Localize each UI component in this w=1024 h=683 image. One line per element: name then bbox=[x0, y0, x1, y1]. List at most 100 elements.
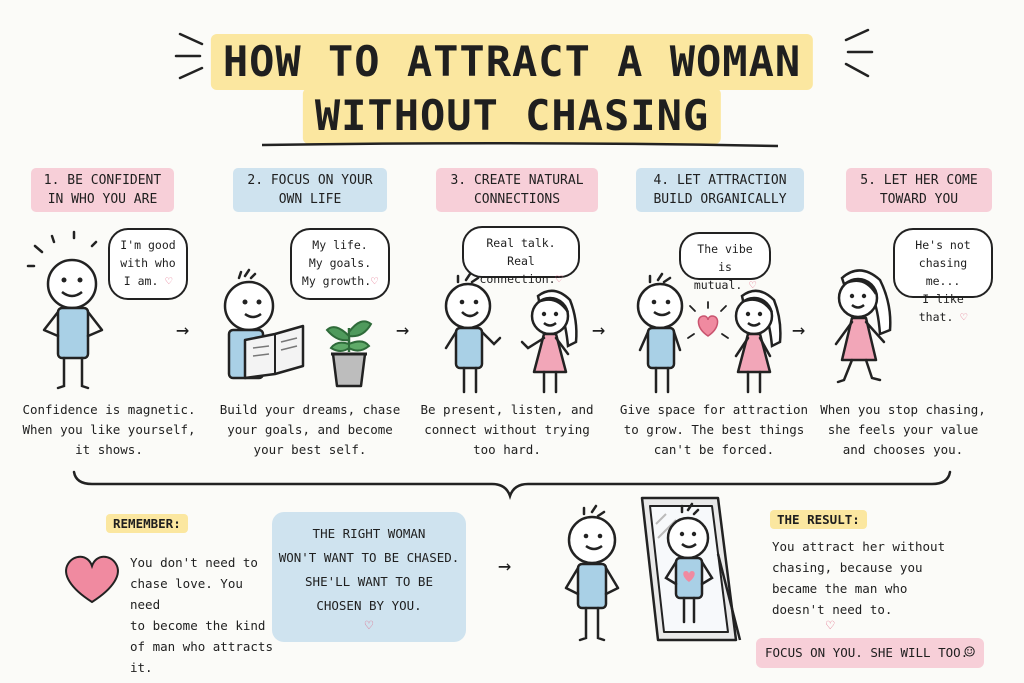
title-underline bbox=[261, 141, 779, 148]
caption-line: Be present, listen, and bbox=[420, 402, 594, 417]
remember-label: REMEMBER: bbox=[106, 514, 188, 533]
step-5-label-line1: 5. LET HER COME bbox=[860, 173, 978, 188]
woman-walking-figure bbox=[834, 269, 892, 384]
step-3-label-line1: 3. CREATE NATURAL bbox=[450, 173, 584, 188]
result-line: became the man who bbox=[772, 581, 908, 596]
woman-mutual-figure bbox=[734, 289, 782, 394]
caption-line: When you like yourself, bbox=[22, 422, 196, 437]
heart-icon bbox=[687, 301, 729, 339]
remember-text: You don't need to chase love. You need t… bbox=[130, 552, 280, 678]
bubble-line: I am. ♡ bbox=[123, 274, 173, 288]
step-1-label-line2: IN WHO YOU ARE bbox=[47, 192, 158, 207]
confident-man-figure bbox=[26, 230, 104, 390]
heart-icon: ♡ bbox=[371, 274, 379, 288]
step-2-label-line1: 2. FOCUS ON YOUR bbox=[247, 173, 373, 188]
result-line: chasing, because you bbox=[772, 560, 923, 575]
title-line-2: WITHOUT CHASING bbox=[302, 88, 722, 144]
heart-icon: ♡ bbox=[165, 274, 173, 288]
arrow-right-icon: → bbox=[176, 318, 190, 343]
step-3-label: 3. CREATE NATURAL CONNECTIONS bbox=[436, 168, 598, 212]
bubble-line: My goals. bbox=[308, 256, 372, 270]
sparkle-right-icon bbox=[844, 28, 874, 78]
bubble-line: chasing me... bbox=[918, 256, 968, 288]
remember-line: of man who attracts it. bbox=[130, 639, 273, 675]
bubble-line: mutual. ♡ bbox=[693, 278, 757, 292]
caption-line: Confidence is magnetic. bbox=[22, 402, 196, 417]
step-5-caption: When you stop chasing, she feels your va… bbox=[808, 400, 998, 460]
step-2-caption: Build your dreams, chase your goals, and… bbox=[215, 400, 405, 460]
result-footer-badge: FOCUS ON YOU. SHE WILL TOO. ☺ bbox=[756, 638, 984, 668]
step-4-label-line1: 4. LET ATTRACTION bbox=[653, 173, 787, 188]
quote-line: CHOSEN BY YOU. bbox=[316, 598, 422, 613]
bubble-line: I like that. ♡ bbox=[918, 292, 968, 324]
caption-line: too hard. bbox=[473, 442, 541, 457]
plant-icon bbox=[325, 320, 373, 388]
caption-line: Give space for attraction bbox=[619, 402, 809, 417]
arrow-right-icon: → bbox=[396, 318, 410, 343]
caption-line: she feels your value bbox=[827, 422, 979, 437]
smiley-icon: ☺ bbox=[964, 642, 975, 663]
step-1-label: 1. BE CONFIDENT IN WHO YOU ARE bbox=[31, 168, 174, 212]
quote-line: WON'T WANT TO BE CHASED. bbox=[278, 550, 460, 565]
step-5-speech-bubble: He's not chasing me... I like that. ♡ bbox=[893, 228, 993, 324]
heart-icon: ♡ bbox=[364, 618, 374, 634]
heart-icon: ♡ bbox=[749, 278, 757, 292]
title-line-1: HOW TO ATTRACT A WOMAN bbox=[210, 34, 814, 90]
reading-man-figure bbox=[223, 268, 305, 380]
heart-icon: ♡ bbox=[555, 272, 563, 286]
woman-talking-figure bbox=[520, 289, 578, 394]
remember-line: to become the kind bbox=[130, 618, 266, 633]
man-at-mirror-figure bbox=[564, 504, 620, 642]
result-footer-text: FOCUS ON YOU. SHE WILL TOO. bbox=[765, 645, 969, 660]
caption-line: and chooses you. bbox=[842, 442, 964, 457]
step-2-speech-bubble: My life. My goals. My growth.♡ bbox=[290, 228, 390, 300]
result-line: You attract her without bbox=[772, 539, 946, 554]
caption-line: your best self. bbox=[253, 442, 367, 457]
step-2-label: 2. FOCUS ON YOUR OWN LIFE bbox=[233, 168, 387, 212]
arrow-right-icon: → bbox=[498, 554, 512, 579]
step-4-label-line2: BUILD ORGANICALLY bbox=[653, 192, 787, 207]
step-5-label-line2: TOWARD YOU bbox=[879, 192, 959, 207]
step-4-speech-bubble: The vibe is mutual. ♡ bbox=[679, 232, 771, 292]
quote-line: SHE'LL WANT TO BE bbox=[305, 574, 433, 589]
step-1-label-line1: 1. BE CONFIDENT bbox=[43, 173, 162, 188]
quote-box: THE RIGHT WOMAN WON'T WANT TO BE CHASED.… bbox=[272, 512, 466, 642]
bubble-line: Real connection.♡ bbox=[479, 254, 563, 286]
step-2-label-line2: OWN LIFE bbox=[278, 192, 342, 207]
caption-line: connect without trying bbox=[424, 422, 590, 437]
heart-icon: ♡ bbox=[960, 310, 968, 324]
heart-icon: ♡ bbox=[826, 618, 835, 634]
caption-line: your goals, and become bbox=[227, 422, 393, 437]
remember-line: chase love. You need bbox=[130, 576, 243, 612]
man-talking-figure bbox=[444, 272, 502, 394]
heart-icon bbox=[65, 555, 119, 604]
quote-line: THE RIGHT WOMAN bbox=[312, 526, 426, 541]
result-label: THE RESULT: bbox=[770, 510, 867, 529]
man-mutual-figure bbox=[636, 272, 684, 394]
step-3-speech-bubble: Real talk. Real connection.♡ bbox=[462, 226, 580, 286]
caption-line: can't be forced. bbox=[653, 442, 775, 457]
step-3-caption: Be present, listen, and connect without … bbox=[412, 400, 602, 460]
caption-line: Build your dreams, chase bbox=[219, 402, 401, 417]
step-5-label: 5. LET HER COME TOWARD YOU bbox=[846, 168, 992, 212]
bubble-line: I'm good bbox=[120, 238, 176, 252]
bubble-line: with who bbox=[120, 256, 176, 270]
bubble-line: Real talk. bbox=[486, 236, 556, 250]
step-4-caption: Give space for attraction to grow. The b… bbox=[612, 400, 816, 460]
step-1-speech-bubble: I'm good with who I am. ♡ bbox=[108, 228, 188, 300]
result-text: You attract her without chasing, because… bbox=[772, 536, 972, 620]
bubble-line: My growth.♡ bbox=[301, 274, 379, 288]
arrow-right-icon: → bbox=[792, 318, 806, 343]
bubble-line: My life. bbox=[312, 238, 368, 252]
step-1-caption: Confidence is magnetic. When you like yo… bbox=[14, 400, 204, 460]
mirror-icon bbox=[640, 496, 742, 642]
arrow-right-icon: → bbox=[592, 318, 606, 343]
bubble-line: The vibe is bbox=[697, 242, 753, 274]
caption-line: When you stop chasing, bbox=[820, 402, 986, 417]
summary-brace bbox=[72, 470, 952, 500]
step-4-label: 4. LET ATTRACTION BUILD ORGANICALLY bbox=[636, 168, 804, 212]
sparkle-left-icon bbox=[174, 32, 204, 80]
caption-line: to grow. The best things bbox=[623, 422, 805, 437]
remember-line: You don't need to bbox=[130, 555, 258, 570]
bubble-line: He's not bbox=[915, 238, 971, 252]
